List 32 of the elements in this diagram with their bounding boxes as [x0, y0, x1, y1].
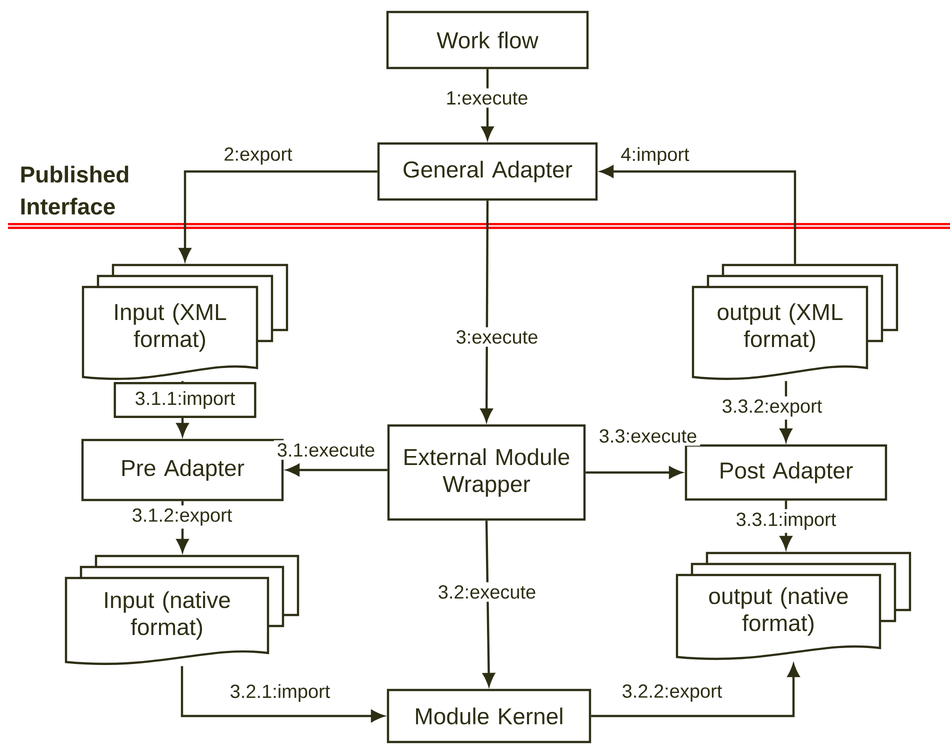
process-box: Work flow — [386, 10, 589, 70]
arrow — [286, 464, 388, 476]
edge-label: 3.2.1:import — [226, 681, 334, 705]
document-stack: output (native format) — [676, 552, 912, 660]
arrow — [586, 466, 682, 479]
boundary-caption: Published Interface — [21, 166, 128, 215]
arrow — [482, 520, 495, 686]
process-box: General Adapter — [377, 142, 598, 201]
edge-label: 3.3:execute — [596, 426, 700, 446]
document-stack: output (XML format) — [692, 264, 898, 380]
arrow — [180, 666, 384, 722]
arrow — [591, 664, 800, 718]
document-stack: Input (native format) — [64, 554, 300, 665]
edge-label: 3.2.2:export — [618, 681, 726, 705]
edge-label: 3.1.1:import — [114, 382, 256, 418]
edge-label: 1:execute — [442, 88, 532, 108]
process-box: Post Adapter — [684, 444, 888, 501]
document-stack: Input (XML format) — [82, 264, 288, 380]
edge-label: 3:execute — [452, 327, 542, 347]
process-box: External Module Wrapper — [387, 424, 586, 521]
arrow — [600, 165, 796, 264]
edge-label: 2:export — [220, 144, 296, 168]
edge-label: 3.3.2:export — [718, 396, 826, 420]
edge-label: 3.1:execute — [274, 440, 378, 460]
arrow — [178, 170, 378, 262]
arrow — [481, 69, 494, 140]
edge-label: 3.2:execute — [434, 582, 540, 602]
arrow — [480, 200, 493, 422]
edge-label: 3.3.1:import — [732, 509, 840, 533]
edge-label: 4:import — [618, 144, 692, 168]
edge-label: 3.1.2:export — [128, 505, 236, 529]
process-box: Module Kernel — [386, 688, 592, 744]
